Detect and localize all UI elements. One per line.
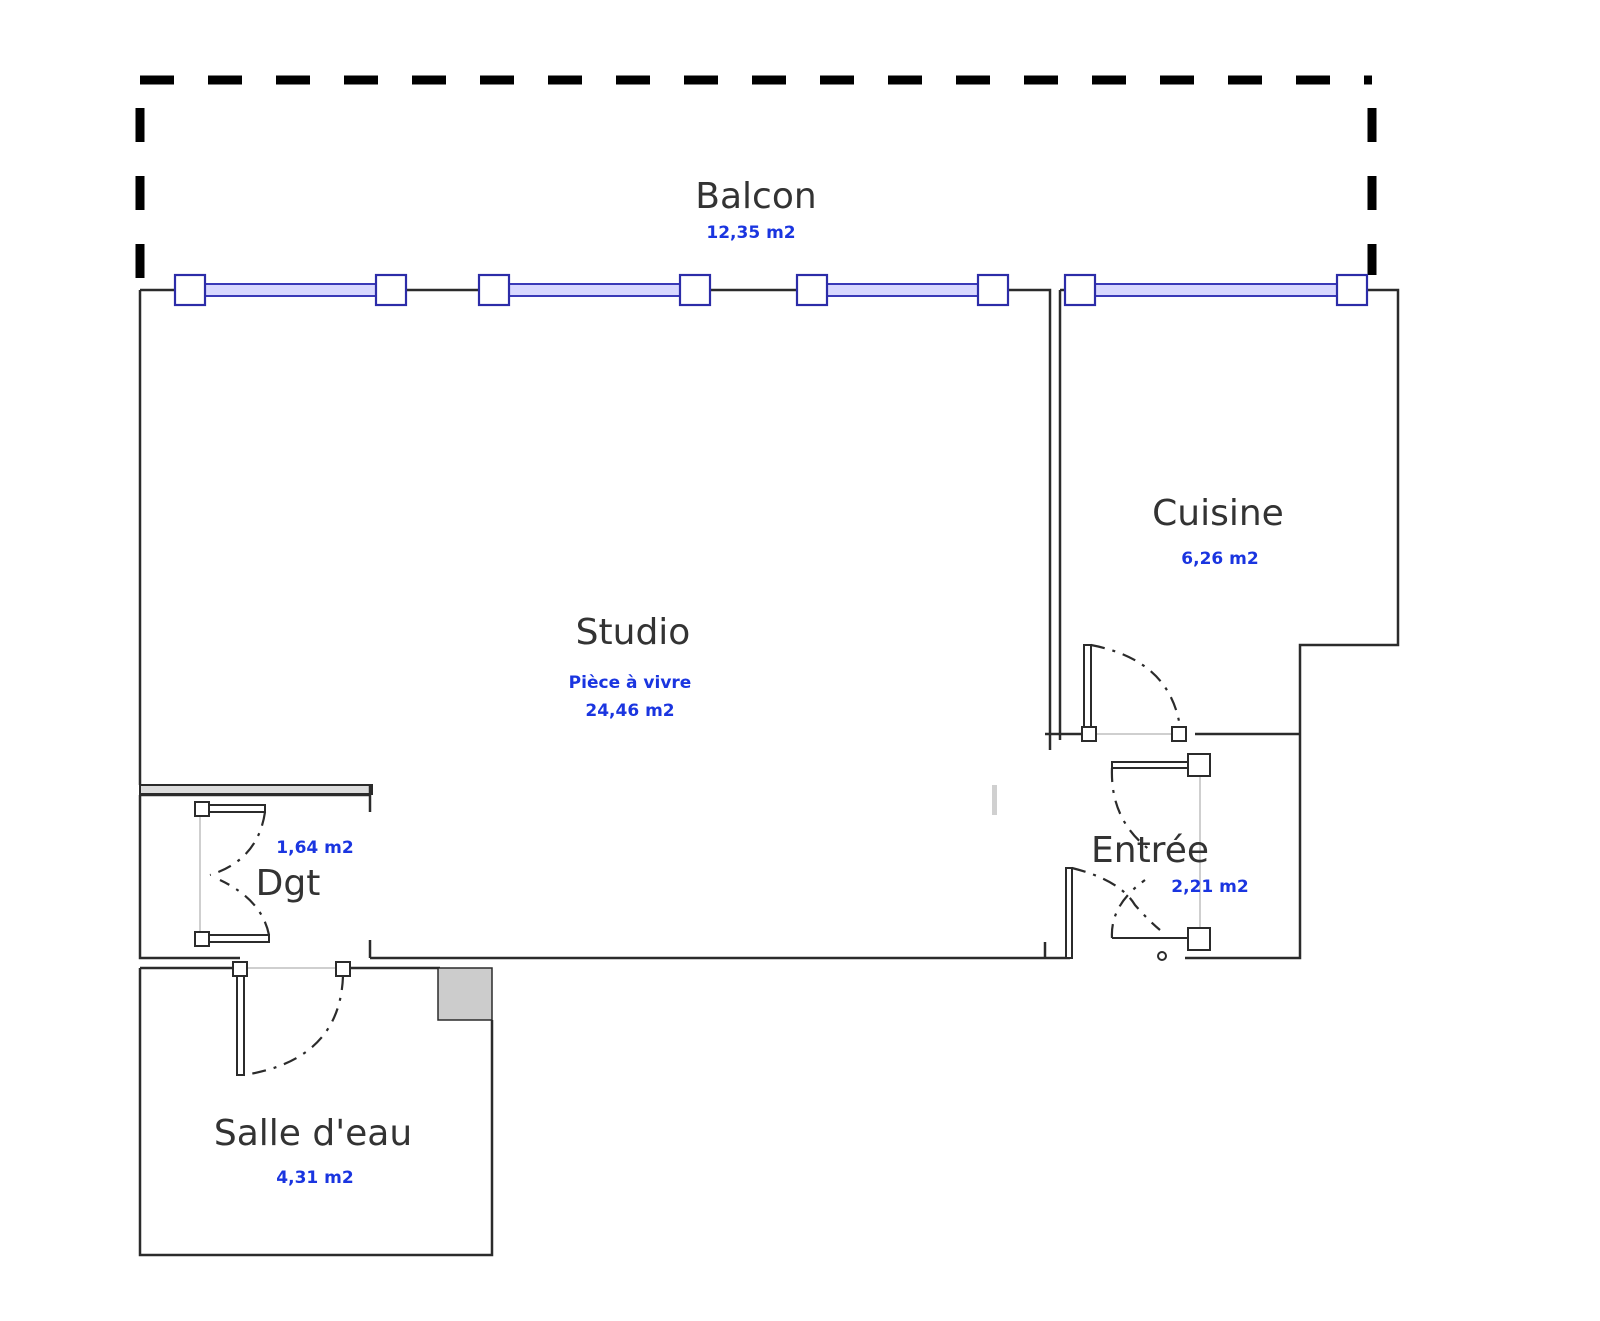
window-node <box>477 273 511 307</box>
room-labels: Balcon 12,35 m2 Studio Pièce à vivre 24,… <box>214 176 1284 1188</box>
room-name-cuisine: Cuisine <box>1152 493 1284 534</box>
doors <box>194 643 1211 1077</box>
room-subtitle-studio: Pièce à vivre <box>569 673 692 693</box>
room-name-balcon: Balcon <box>695 176 816 217</box>
door-hinge <box>232 961 248 977</box>
door-swing-arc <box>209 811 267 877</box>
window-1 <box>173 273 408 307</box>
door-swing-arc <box>219 879 271 936</box>
wall-sde-outer <box>138 968 494 1257</box>
door-leaf <box>206 934 270 943</box>
room-name-entree: Entrée <box>1091 830 1209 871</box>
window-node <box>795 273 829 307</box>
door-leaf <box>206 804 266 813</box>
wall-studio-top <box>140 288 1052 740</box>
door-swing-arc <box>243 975 345 1077</box>
window-node <box>678 273 712 307</box>
window-node <box>173 273 207 307</box>
window-node <box>374 273 408 307</box>
wall-marker <box>992 785 997 815</box>
door-hinge <box>1187 927 1211 951</box>
door-entree-upper <box>1110 753 1211 940</box>
door-hinge <box>335 961 351 977</box>
door-hinge <box>1081 726 1097 742</box>
wall-dgt-left <box>138 795 240 960</box>
door-leaf <box>1111 761 1195 769</box>
door-salle-deau <box>232 961 351 1077</box>
window-4 <box>1063 273 1369 307</box>
wall-dgt-top-block <box>139 784 373 795</box>
door-entree-lower <box>1065 866 1211 961</box>
door-swing-arc <box>1110 879 1146 939</box>
door-hinge <box>1187 753 1211 777</box>
window-node <box>1335 273 1369 307</box>
door-hinge <box>194 931 210 947</box>
door-swing-arc <box>1110 767 1151 851</box>
door-swing-arc <box>1090 643 1182 728</box>
window-node <box>1063 273 1097 307</box>
room-area-cuisine: 6,26 m2 <box>1181 549 1258 569</box>
room-name-salle-deau: Salle d'eau <box>214 1113 412 1154</box>
room-area-salle-deau: 4,31 m2 <box>276 1168 353 1188</box>
windows <box>173 273 1369 307</box>
technical-shaft <box>437 967 493 1021</box>
room-area-balcon: 12,35 m2 <box>706 223 795 243</box>
door-leaf <box>1083 644 1092 735</box>
room-name-dgt: Dgt <box>256 863 321 904</box>
door-kitchen <box>1081 643 1187 742</box>
window-node <box>976 273 1010 307</box>
door-dgt <box>194 801 271 947</box>
walls <box>138 288 1400 1257</box>
door-leaf <box>1065 867 1073 959</box>
balcony-boundary <box>135 75 1377 285</box>
door-hinge <box>1157 951 1167 961</box>
door-leaf <box>236 974 245 1076</box>
door-swing-arc <box>1071 866 1161 931</box>
room-area-entree: 2,21 m2 <box>1171 877 1248 897</box>
room-area-studio: 24,46 m2 <box>585 701 674 721</box>
window-3 <box>795 273 1010 307</box>
window-2 <box>477 273 712 307</box>
door-hinge <box>194 801 210 817</box>
door-hinge <box>1171 726 1187 742</box>
room-area-dgt: 1,64 m2 <box>276 838 353 858</box>
room-name-studio: Studio <box>576 612 691 653</box>
